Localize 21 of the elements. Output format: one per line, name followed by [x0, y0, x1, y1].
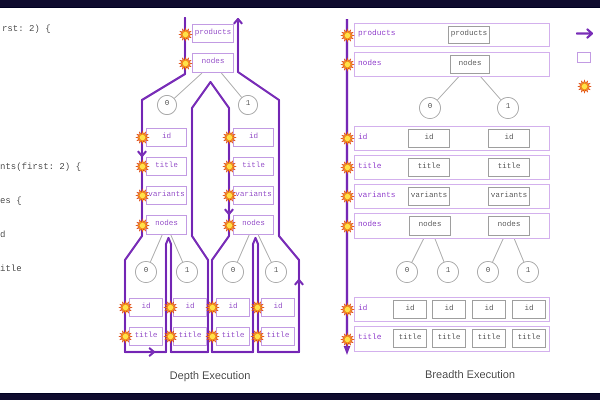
row-band [354, 126, 550, 151]
row-band [354, 184, 550, 209]
connector-line [236, 234, 250, 262]
connector-line [170, 234, 184, 262]
code-line: nts(first: 2) { [0, 163, 82, 172]
row-band [354, 155, 550, 180]
row-band [354, 297, 550, 322]
code-line: es { [0, 197, 22, 206]
row-band [354, 52, 550, 77]
connector-line [258, 234, 272, 263]
row-band [354, 326, 550, 352]
code-line: rst: 2) { [2, 25, 51, 34]
connector-line [220, 72, 242, 98]
row-band [354, 23, 550, 47]
connector-line [150, 234, 163, 262]
row-band [354, 213, 550, 239]
caption: Depth Execution [170, 371, 250, 382]
connector-line [174, 72, 203, 99]
code-line: d [0, 231, 6, 240]
caption: Breadth Execution [425, 370, 515, 381]
code-line: itle [0, 265, 22, 274]
